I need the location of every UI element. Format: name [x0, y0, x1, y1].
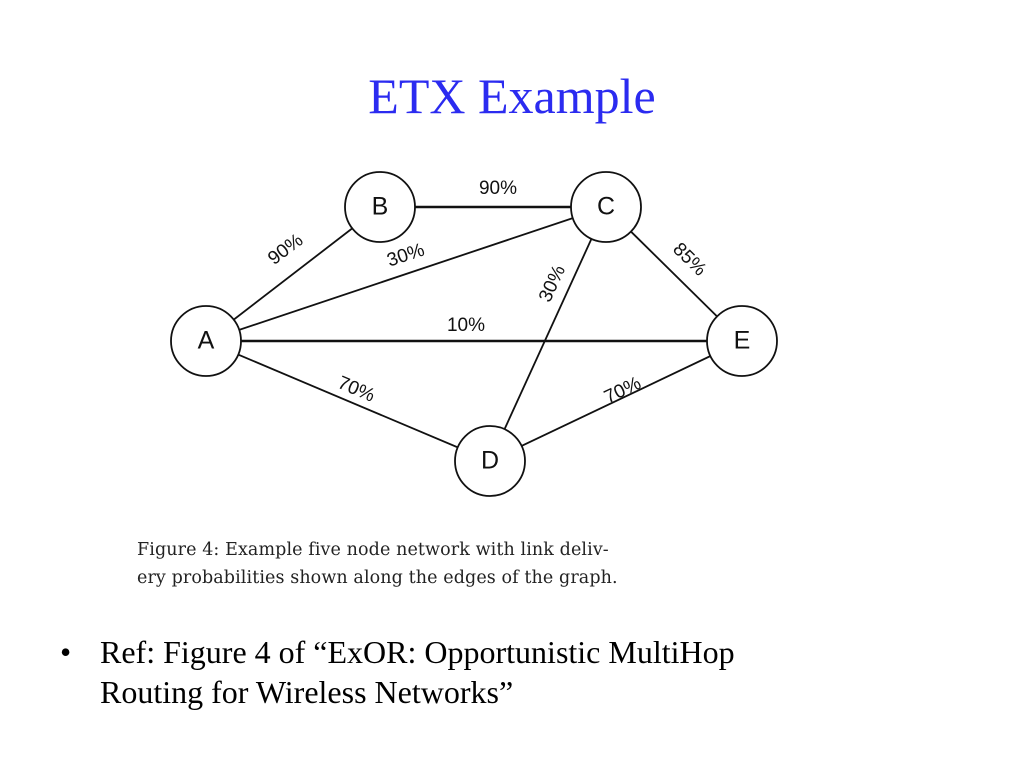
edge-d-e [489, 340, 743, 462]
node-e: E [706, 305, 778, 377]
caption-line-2: ery probabilities shown along the edges … [137, 568, 618, 588]
caption-line-1: Figure 4: Example five node network with… [137, 540, 609, 560]
node-e-label: E [734, 327, 751, 355]
bullet-text: Ref: Figure 4 of “ExOR: Opportunistic Mu… [100, 632, 960, 712]
edge-label-a-c: 30% [384, 240, 427, 272]
edge-label-a-d: 70% [335, 372, 378, 406]
node-a: A [170, 305, 242, 377]
node-d-label: D [481, 447, 499, 475]
edge-c-d [489, 206, 607, 462]
edge-label-b-c: 90% [479, 178, 517, 199]
figure-caption: Figure 4: Example five node network with… [137, 536, 837, 592]
node-a-circle [170, 305, 242, 377]
node-b-label: B [372, 193, 389, 221]
node-d: D [454, 425, 526, 497]
edge-a-b [205, 206, 381, 342]
edge-label-a-b: 90% [264, 230, 307, 270]
node-b-circle [344, 171, 416, 243]
node-b: B [344, 171, 416, 243]
edge-label-a-e: 10% [447, 315, 485, 336]
node-c: C [570, 171, 642, 243]
edge-a-c [205, 206, 607, 342]
bullet-marker: • [60, 634, 72, 670]
node-e-circle [706, 305, 778, 377]
node-c-circle [570, 171, 642, 243]
node-d-circle [454, 425, 526, 497]
bullet-line-1: Ref: Figure 4 of “ExOR: Opportunistic Mu… [100, 634, 735, 670]
edge-a-d [205, 340, 491, 462]
node-a-label: A [198, 327, 215, 355]
edge-label-d-e: 70% [601, 373, 644, 408]
bullet-line-2: Routing for Wireless Networks” [100, 674, 514, 710]
slide-title: ETX Example [368, 68, 656, 124]
node-c-label: C [597, 193, 615, 221]
